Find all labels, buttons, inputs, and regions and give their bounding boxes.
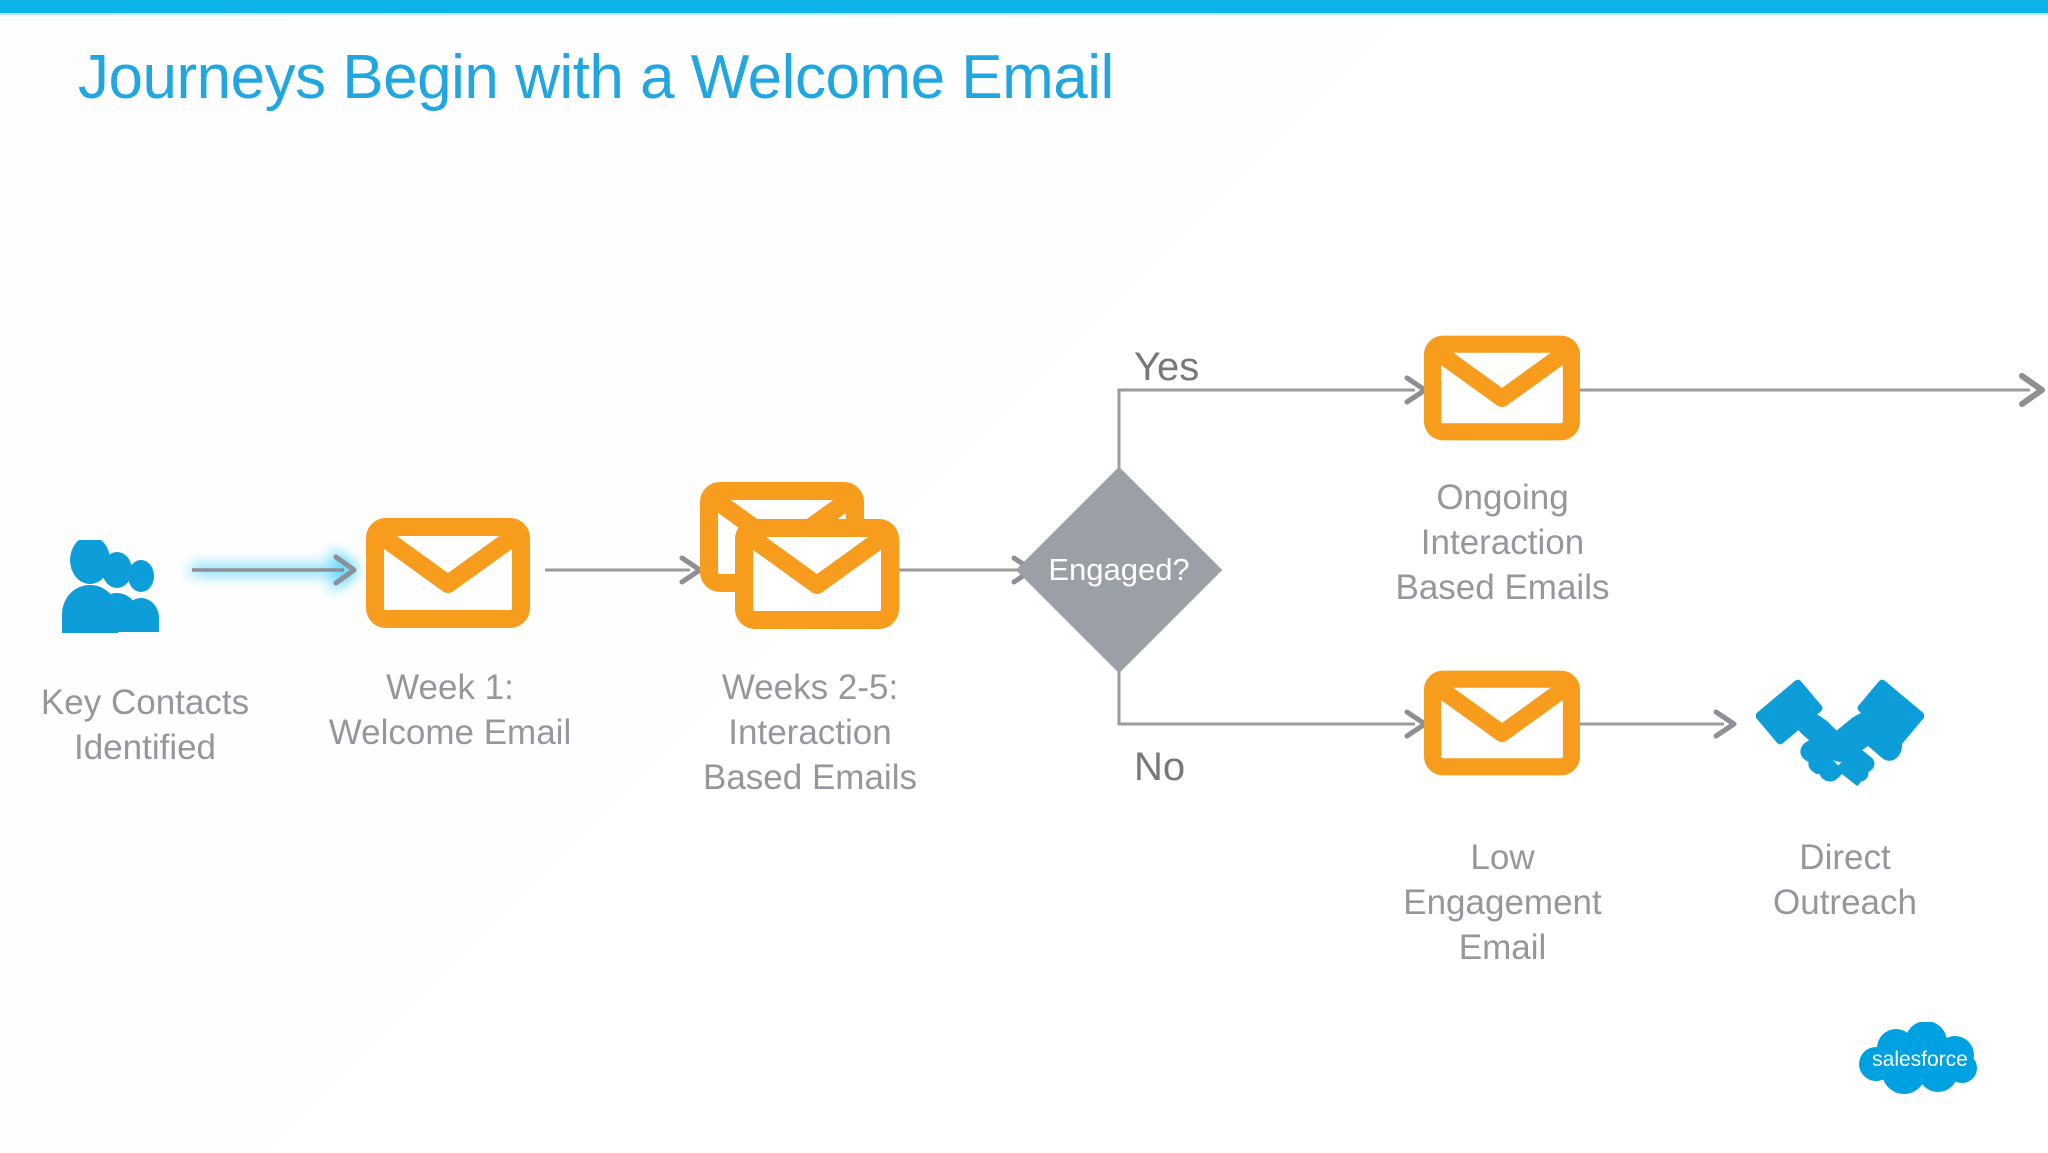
arrow-weeks25-to-decision xyxy=(885,555,1035,585)
connector-no-branch xyxy=(1117,643,1428,739)
node-label-week1-email: Week 1: Welcome Email xyxy=(328,668,572,752)
branch-label-no: No xyxy=(1134,745,1186,789)
node-label-direct-outreach: Direct Outreach xyxy=(1773,838,1917,922)
page-title: Journeys Begin with a Welcome Email xyxy=(78,43,1114,112)
diamond-shape xyxy=(1015,466,1223,674)
node-label-low-engagement: Low Engagement Email xyxy=(1403,838,1602,967)
envelope-icon xyxy=(1424,670,1580,776)
diamond-decision: Engaged? xyxy=(1015,466,1223,674)
stacked-envelopes-icon xyxy=(700,482,900,630)
envelope-icon xyxy=(1424,335,1580,441)
top-accent-bar xyxy=(0,0,2048,13)
node-label-weeks25-emails: Weeks 2-5: Interaction Based Emails xyxy=(703,668,917,797)
salesforce-logo-text: salesforce xyxy=(1872,1048,1968,1071)
arrow-week1-to-weeks25 xyxy=(545,555,703,585)
handshake-icon xyxy=(1755,666,1925,786)
top-accent-bar-shadow xyxy=(0,13,2048,17)
salesforce-logo: salesforce xyxy=(1852,1021,1992,1102)
arrow-lowengagement-to-outreach xyxy=(1578,709,1737,739)
envelope-icon xyxy=(366,518,530,628)
arrow-people-to-week1 xyxy=(192,553,357,587)
people-icon xyxy=(62,536,192,640)
arrow-ongoing-to-offslide xyxy=(1578,373,2045,407)
node-label-ongoing-emails: Ongoing Interaction Based Emails xyxy=(1395,478,1610,607)
node-label-key-contacts: Key Contacts Identified xyxy=(40,683,250,767)
branch-label-yes: Yes xyxy=(1134,345,1200,389)
